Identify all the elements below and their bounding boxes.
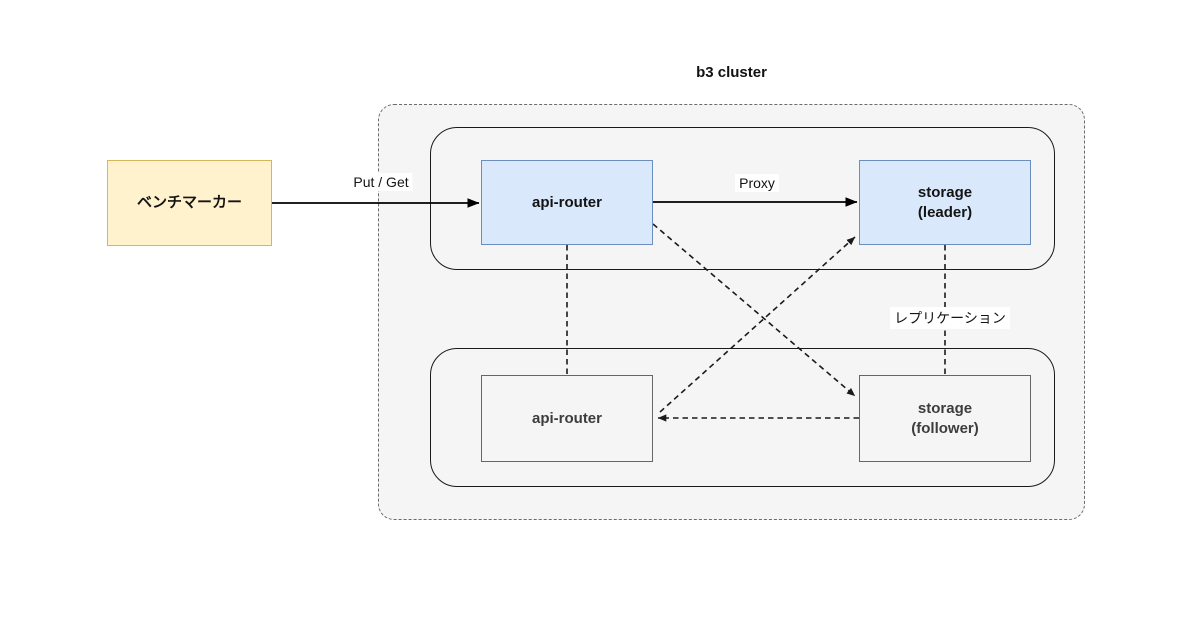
benchmarker-node: ベンチマーカー xyxy=(107,160,272,246)
proxy-edge-label: Proxy xyxy=(735,174,779,192)
api-router-bottom-node: api-router xyxy=(481,375,653,462)
storage-follower-label-line1: storage xyxy=(917,399,973,417)
router-leader-diagonal-dashed-arrow xyxy=(659,236,856,413)
benchmarker-label: ベンチマーカー xyxy=(136,194,242,211)
router-follower-diagonal-dashed-arrow xyxy=(652,223,856,397)
storage-follower-node: storage (follower) xyxy=(859,375,1031,462)
api-router-bottom-label: api-router xyxy=(531,409,602,427)
storage-follower-label-line2: (follower) xyxy=(911,419,979,437)
storage-leader-label-line1: storage xyxy=(917,183,973,201)
cluster-title: b3 cluster xyxy=(696,64,767,81)
storage-leader-node: storage (leader) xyxy=(859,160,1031,245)
replication-edge-label: レプリケーション xyxy=(890,307,1010,329)
storage-leader-label-line2: (leader) xyxy=(917,203,973,221)
api-router-top-node: api-router xyxy=(481,160,653,245)
put-get-edge-label: Put / Get xyxy=(349,173,413,191)
api-router-top-label: api-router xyxy=(531,193,602,211)
